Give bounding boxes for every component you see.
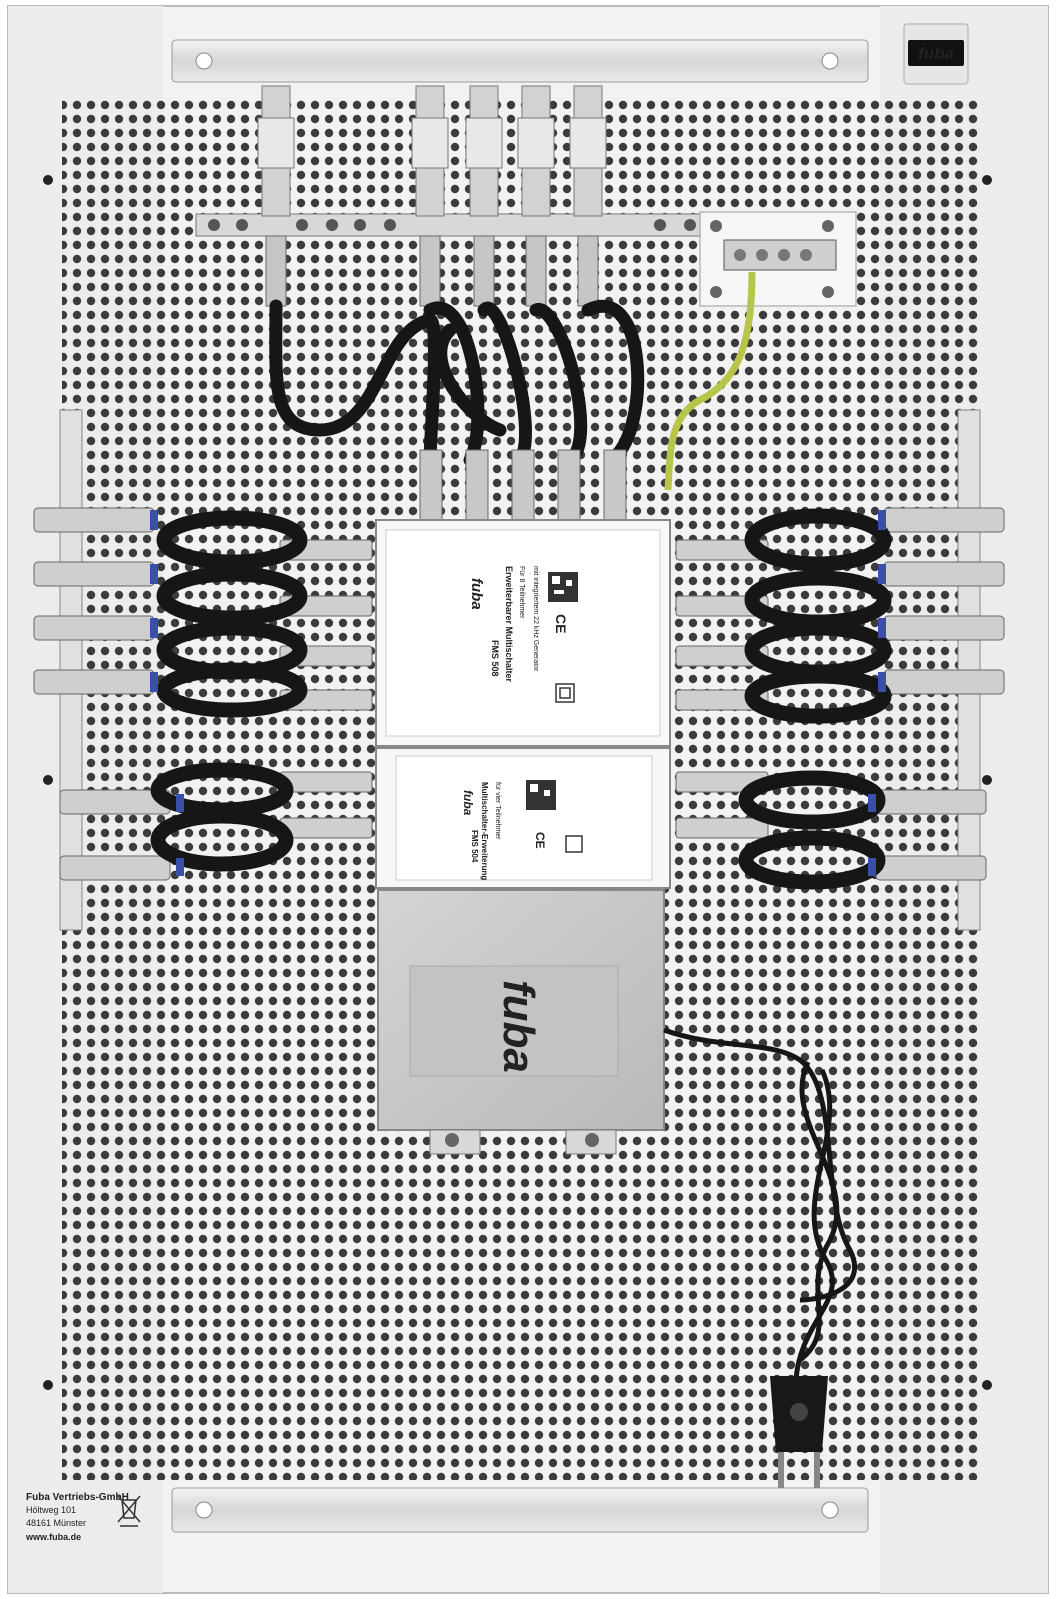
bottom-rail — [171, 1487, 869, 1533]
ms-ext-ce-mark: CE — [533, 832, 547, 849]
psu-brand: fuba — [494, 980, 543, 1073]
manufacturer-city: 48161 Münster — [26, 1518, 86, 1528]
manufacturer-label: Fuba Vertriebs-GmbH Höltweg 101 48161 Mü… — [25, 1492, 141, 1542]
manufacturer-website: www.fuba.de — [25, 1532, 81, 1542]
right-output-connectors — [675, 507, 1005, 881]
ms-ext-class2-icon — [565, 835, 583, 853]
ms-ext-feature-1: für vier Teilnehmer — [494, 782, 501, 840]
manufacturer-street: Höltweg 101 — [26, 1505, 76, 1515]
multiswitch-input-connectors — [419, 449, 627, 521]
weee-bin-icon — [117, 1495, 141, 1527]
blue-connector-rings — [150, 510, 886, 876]
power-supply-unit: fuba — [377, 889, 665, 1155]
ms-main-feature-1: Für 8 Teilnehmer — [518, 566, 525, 619]
brand-logo-text: fuba — [918, 44, 954, 63]
ms-ext-model: FMS 504 — [470, 830, 479, 863]
manufacturer-company: Fuba Vertriebs-GmbH — [26, 1492, 129, 1503]
power-cord — [663, 1027, 858, 1381]
left-coax-coils — [150, 510, 308, 872]
multiswitch-fms508: fuba Erweiterbarer Multischalter Für 8 T… — [375, 519, 671, 747]
ms-main-feature-2: mit integriertem 22 kHz Generator — [532, 566, 539, 672]
grounding-rail — [195, 213, 727, 237]
multiswitch-fms504: fuba Multischalter-Erweiterung für vier … — [375, 747, 671, 889]
top-rail — [171, 39, 869, 83]
ms-ext-product-line: Multischalter-Erweiterung — [480, 782, 489, 880]
ms-main-brand: fuba — [468, 578, 485, 610]
ms-main-product-line: Erweiterbarer Multischalter — [504, 566, 514, 683]
top-input-connectors — [257, 85, 607, 307]
euro-plug — [770, 1376, 828, 1488]
ms-main-model: FMS 508 — [490, 640, 500, 677]
potential-equalization-terminal — [699, 211, 857, 307]
brand-logo-badge: fuba — [903, 23, 969, 85]
grounding-clamps — [208, 219, 696, 231]
right-coax-coils — [738, 508, 892, 890]
ms-main-class2-icon — [555, 683, 575, 703]
ms-main-ce-mark: CE — [553, 614, 569, 633]
top-coax-loops — [269, 299, 645, 467]
ground-wire — [664, 271, 756, 491]
ms-ext-brand: fuba — [461, 790, 475, 816]
